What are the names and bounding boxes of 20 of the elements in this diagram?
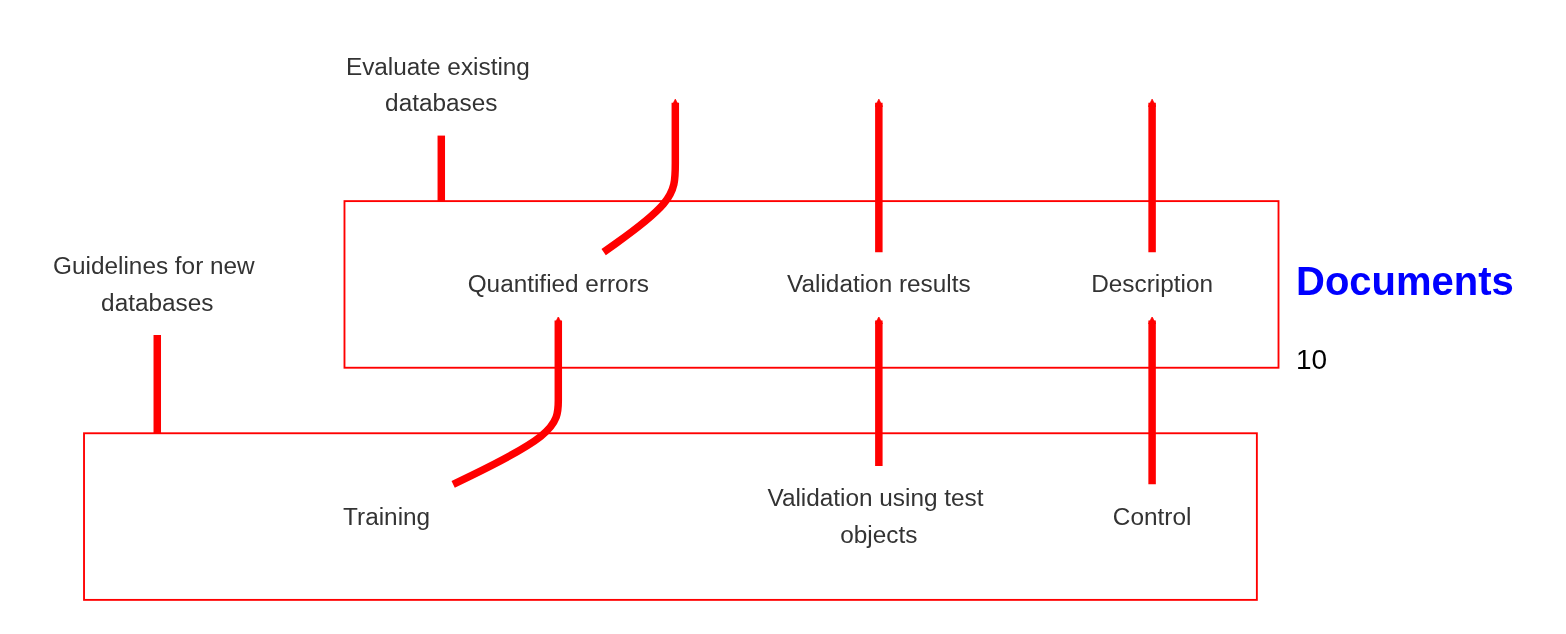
heading-label: Documents [1296,258,1515,304]
arrow [451,316,563,488]
cluster [83,432,1258,601]
node-text: Validation using test objects [767,483,984,549]
node-text: Validation results [787,269,971,298]
connector [153,334,161,434]
arrow [874,98,883,252]
arrow [874,316,883,466]
page-number: 10 [1296,343,1329,376]
node-text: Control [1112,501,1192,530]
node-text: Quantified errors [467,269,649,298]
arrow [1148,98,1157,252]
arrow [601,98,680,255]
arrow [1148,316,1157,485]
diagram: Quantified errors Validation results Description Evaluate existing databases Training Validation using test objects Control Guidelines for new databases [0,26,1286,608]
node-text: Description [1091,269,1213,298]
node-text: Training [343,501,431,530]
cluster [343,200,1280,369]
node-text: Guidelines for new databases [53,251,255,317]
node-text: Evaluate existing databases [345,52,530,117]
